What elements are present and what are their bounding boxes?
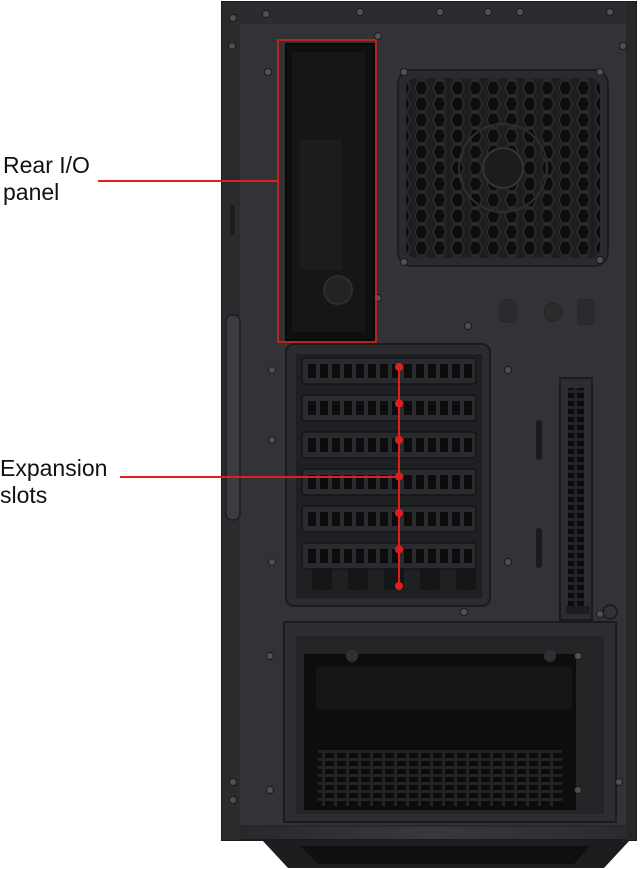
screw — [615, 778, 623, 786]
callout-label-line: Rear I/O — [3, 152, 90, 178]
expansion-slot-cover — [301, 431, 477, 459]
screw — [504, 366, 512, 374]
screw — [436, 8, 444, 16]
expansion-slot-cover — [301, 542, 477, 570]
screw — [266, 652, 274, 660]
rear-exhaust-fan — [397, 69, 609, 267]
screw — [268, 436, 276, 444]
screw — [268, 366, 276, 374]
screw — [574, 786, 582, 794]
expansion-slot-cover — [301, 468, 477, 496]
screw — [574, 652, 582, 660]
vertical-gpu-bracket — [536, 377, 618, 621]
rear-io-panel — [285, 43, 375, 341]
callout-label-rear-io: Rear I/O panel — [3, 152, 90, 206]
callout-dot — [395, 582, 403, 590]
callout-dot — [395, 436, 403, 444]
screw — [464, 322, 472, 330]
callout-dot — [395, 509, 403, 517]
screw — [596, 68, 604, 76]
expansion-slot-cover — [301, 394, 477, 422]
psu-bay — [283, 621, 617, 823]
screw — [484, 8, 492, 16]
screw — [268, 558, 276, 566]
screws — [228, 8, 627, 804]
slot-tab — [456, 568, 476, 590]
expansion-slot-cover — [301, 357, 477, 385]
screw — [374, 32, 382, 40]
case-foot — [262, 840, 630, 868]
screw — [596, 256, 604, 264]
screw — [460, 608, 468, 616]
callout-dot — [395, 399, 403, 408]
callout-label-line: slots — [0, 482, 48, 508]
slot-tab — [348, 568, 368, 590]
screw — [264, 68, 272, 76]
slot-tab — [420, 568, 440, 590]
callout-label-expansion-slots: Expansion slots — [0, 455, 107, 509]
callout-label-line: Expansion — [0, 455, 108, 481]
screw — [400, 68, 408, 76]
screw — [356, 8, 364, 16]
callout-label-line: panel — [3, 179, 60, 205]
callout-rear-io — [98, 39, 377, 343]
screw — [229, 796, 237, 804]
screw — [228, 42, 236, 50]
callout-dot — [395, 363, 403, 371]
rear-symbols — [499, 299, 595, 325]
screw — [400, 258, 408, 266]
callout-expansion-slots — [120, 363, 403, 590]
expansion-slot-cover — [301, 505, 477, 533]
screw — [262, 10, 270, 18]
slot-tab — [312, 568, 332, 590]
screw — [504, 558, 512, 566]
screw — [619, 42, 627, 50]
screw — [606, 8, 614, 16]
callout-dot — [395, 545, 403, 554]
screw — [596, 610, 604, 618]
screw — [516, 8, 524, 16]
screw — [229, 14, 237, 22]
screw — [266, 786, 274, 794]
callout-dot — [395, 472, 403, 481]
screw — [229, 778, 237, 786]
